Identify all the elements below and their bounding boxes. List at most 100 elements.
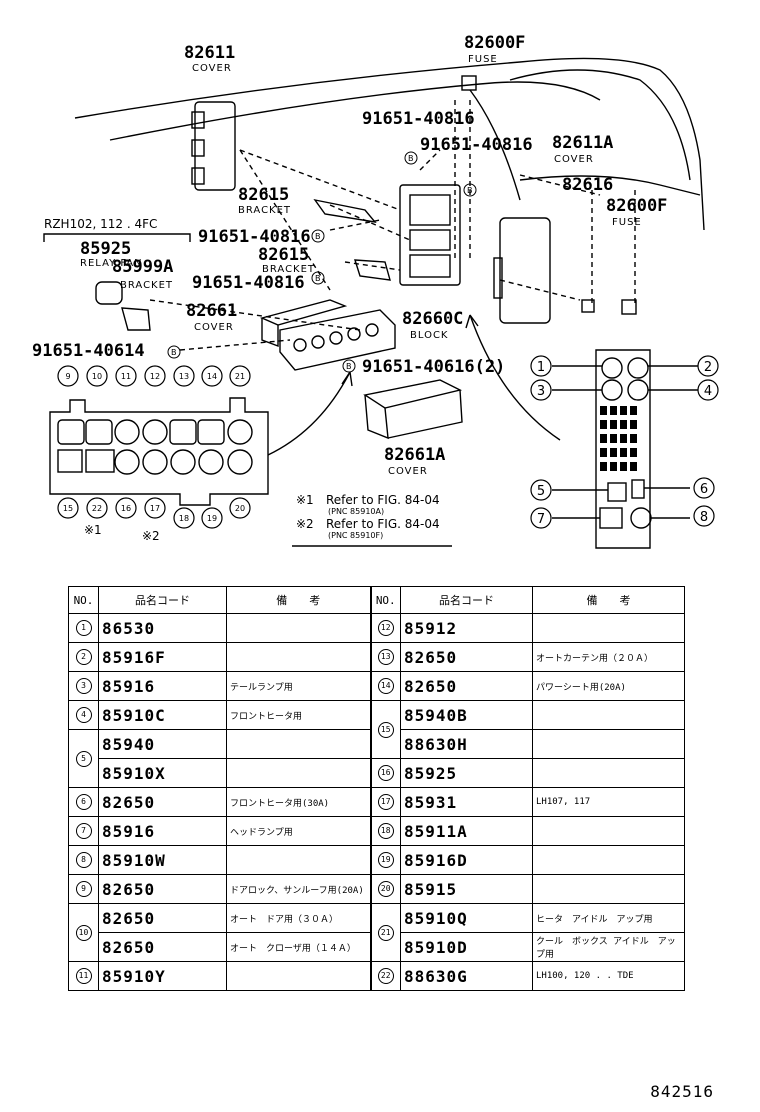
- table-row: 1 86530 12 85912: [68, 613, 685, 643]
- col-header-code: 品名コード: [400, 586, 533, 614]
- ref-text: Refer to FIG. 84-04: [326, 517, 440, 531]
- table-row: 11 85910Y 22 88630G LH100, 120 . . TDE: [68, 961, 685, 991]
- part-desc: FUSE: [468, 54, 498, 65]
- part-label: 82615: [238, 185, 289, 205]
- part-code: 82650: [98, 932, 227, 962]
- part-code: 85916F: [98, 642, 227, 672]
- remark: [226, 613, 371, 643]
- remark: [226, 642, 371, 672]
- part-label: 82611A: [552, 133, 613, 153]
- remark: [226, 961, 371, 991]
- ref-pnc: (PNC 85910F): [328, 531, 383, 540]
- part-label: 91651-40614: [32, 341, 145, 361]
- part-label: 82600F: [464, 33, 525, 53]
- part-code: 85910Y: [98, 961, 227, 991]
- row-number: 21: [377, 924, 394, 941]
- part-code: 82650: [98, 903, 227, 933]
- remark: LH100, 120 . . TDE: [532, 961, 685, 991]
- row-number: 1: [75, 620, 92, 636]
- remark: テールランプ用: [226, 671, 371, 701]
- model-note: RZH102, 112 . 4FC: [44, 217, 157, 231]
- connector-number: 15: [63, 504, 73, 513]
- row-number: 20: [377, 881, 394, 897]
- part-code: 88630H: [400, 729, 533, 759]
- parts-diagram: 82611 COVER 82600F FUSE 91651-40816 9165…: [32, 33, 719, 549]
- part-code: 82650: [98, 787, 227, 817]
- mark-2: ※2: [142, 529, 160, 543]
- b-marker-label: B: [467, 186, 473, 195]
- b-marker-label: B: [315, 274, 321, 283]
- part-code: 85910D: [400, 932, 533, 962]
- connector-number: 17: [150, 504, 160, 513]
- connector-number: 16: [121, 504, 131, 513]
- ref-text: Refer to FIG. 84-04: [326, 493, 440, 507]
- part-label: 82661A: [384, 445, 445, 465]
- part-code: 85910W: [98, 845, 227, 875]
- part-code: 82650: [400, 671, 533, 701]
- table-row: 8 85910W 19 85916D: [68, 845, 685, 875]
- remark: ヘッドランプ用: [226, 816, 371, 846]
- remark: ドアロック、サンルーフ用(20A): [226, 874, 371, 904]
- remark: オート ドア用（３０Ａ）: [226, 903, 371, 933]
- block-number: 8: [700, 510, 708, 525]
- remark: オートカーテン用（２０Ａ）: [532, 642, 685, 672]
- part-code: 85910Q: [400, 903, 533, 933]
- part-label: 91651-40816: [420, 135, 533, 155]
- connector-number: 19: [207, 514, 217, 523]
- part-code: 85931: [400, 787, 533, 817]
- connector-number: 12: [150, 372, 160, 381]
- row-number: 18: [377, 823, 394, 839]
- part-code: 85925: [400, 758, 533, 788]
- remark: クール ボックス アイドル アップ用: [532, 932, 685, 962]
- part-code: 88630G: [400, 961, 533, 991]
- remark: [532, 700, 685, 730]
- part-code: 85940: [98, 729, 227, 759]
- part-code: 85910X: [98, 758, 227, 788]
- row-number: 4: [75, 707, 92, 723]
- remark: [226, 729, 371, 759]
- part-label: 91651-40816: [198, 227, 311, 247]
- connector-number: 20: [235, 504, 245, 513]
- ref-pnc: (PNC 85910A): [328, 507, 384, 516]
- table-header-row: NO. 品名コード 備 考 NO. 品名コード 備 考: [68, 586, 685, 614]
- col-header-remarks: 備 考: [226, 586, 371, 614]
- part-code: 85911A: [400, 816, 533, 846]
- row-number: 14: [377, 678, 394, 694]
- part-label: 85925: [80, 239, 131, 259]
- row-number: 15: [377, 721, 394, 738]
- table-row: 82650 オート クローザ用（１４Ａ） 85910D クール ボックス アイド…: [69, 932, 685, 962]
- part-desc: COVER: [192, 63, 232, 74]
- row-number: 6: [75, 794, 92, 810]
- row-number: 2: [75, 649, 92, 665]
- figure-number: 842516: [650, 1082, 714, 1101]
- ref-mark: ※2: [296, 517, 314, 531]
- part-code: 85912: [400, 613, 533, 643]
- part-desc: COVER: [194, 322, 234, 333]
- part-desc: BRACKET: [262, 264, 315, 275]
- row-number: 7: [75, 823, 92, 839]
- row-number: 17: [377, 794, 394, 810]
- row-number: 19: [377, 852, 394, 868]
- reference-notes: ※1 Refer to FIG. 84-04 (PNC 85910A) ※2 R…: [296, 493, 440, 540]
- block-number: 3: [537, 384, 545, 399]
- block-number: 6: [700, 482, 708, 497]
- b-markers: [167, 151, 477, 373]
- remark: [532, 613, 685, 643]
- remark: オート クローザ用（１４Ａ）: [226, 932, 371, 962]
- remark: [532, 758, 685, 788]
- block-number: 1: [537, 360, 545, 375]
- col-header-remarks: 備 考: [532, 586, 685, 614]
- part-label: 82661: [186, 301, 237, 321]
- part-label: 82615: [258, 245, 309, 265]
- part-desc: FUSE: [612, 217, 642, 228]
- part-desc: BRACKET: [238, 205, 291, 216]
- part-label: 91651-40816: [192, 273, 305, 293]
- row-number: 22: [377, 968, 394, 984]
- row-number: 5: [75, 750, 92, 767]
- remark: [532, 874, 685, 904]
- b-marker-label: B: [346, 362, 352, 371]
- part-code: 85915: [400, 874, 533, 904]
- table-row: 7 85916 ヘッドランプ用 18 85911A: [68, 816, 685, 846]
- col-header-no: NO.: [369, 586, 401, 614]
- connector-number: 22: [92, 504, 102, 513]
